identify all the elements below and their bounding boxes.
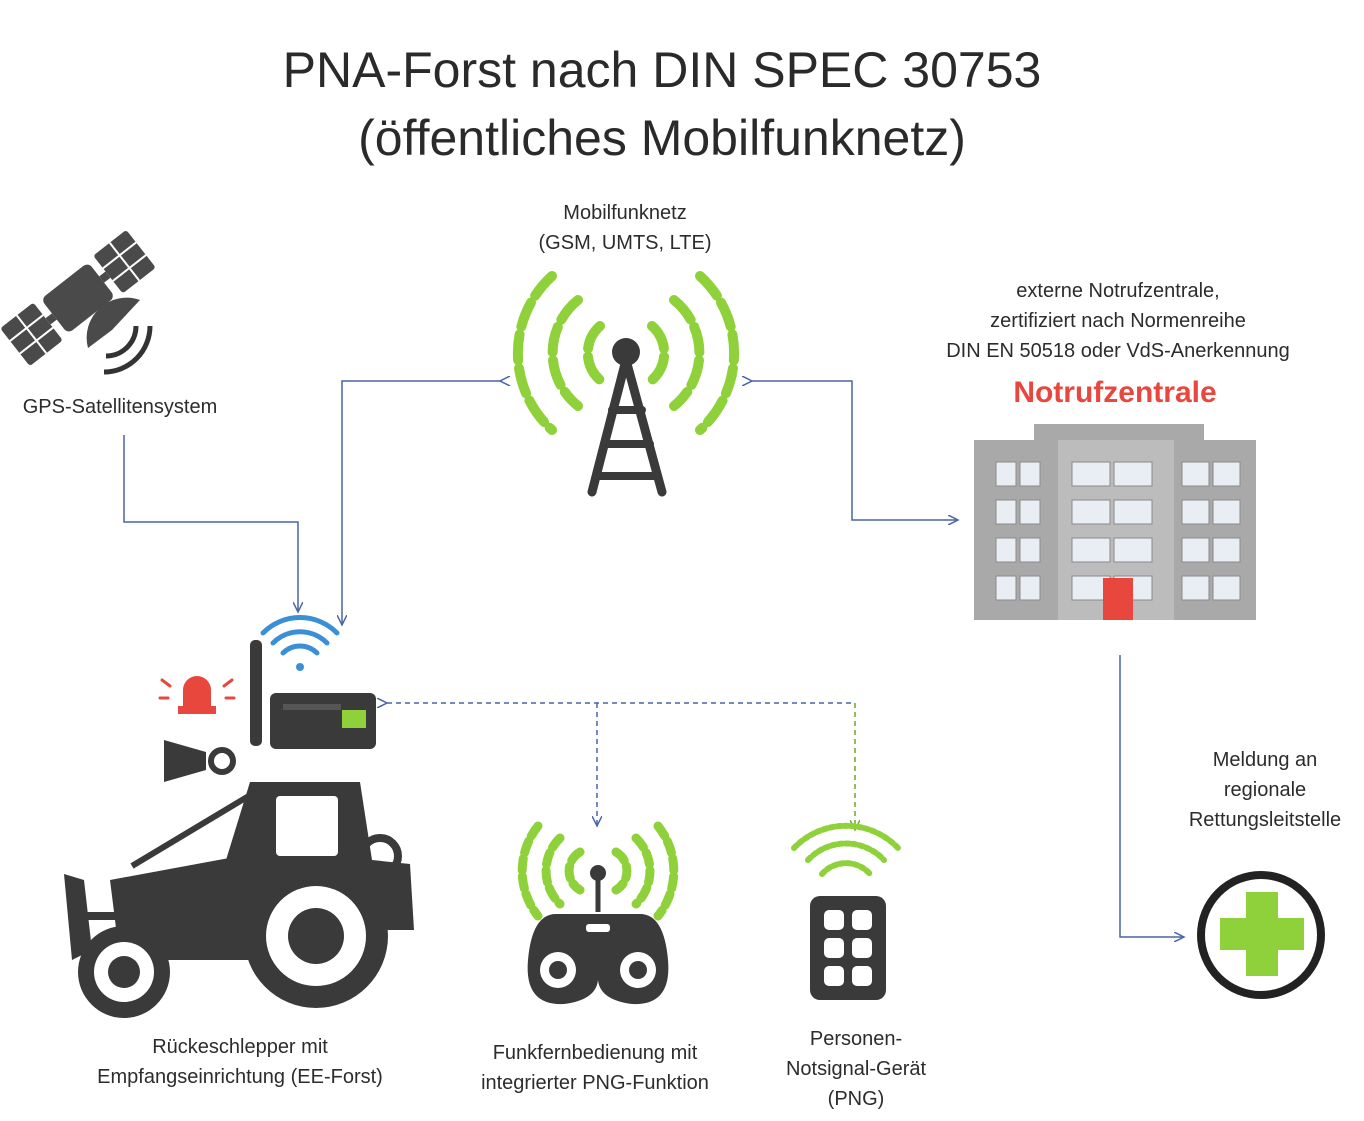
rescue-line-2: regionale	[1223, 779, 1307, 801]
remote-line-2: integrierter PNG-Funktion	[481, 1072, 709, 1094]
building-window	[995, 499, 1017, 525]
horn-icon	[164, 740, 236, 782]
png-line-3: (PNG)	[827, 1088, 885, 1110]
wifi-icon	[260, 615, 340, 671]
building-window	[1113, 537, 1153, 563]
alarm-light-icon	[158, 676, 236, 714]
tractor-line-1: Rückeschlepper mit	[152, 1036, 328, 1058]
cell-tower-icon	[512, 271, 740, 497]
center-line-1: externe Notrufzentrale,	[1016, 280, 1220, 302]
building-window	[1212, 537, 1241, 563]
building-window	[1181, 499, 1210, 525]
mobile-network-line-2: (GSM, UMTS, LTE)	[538, 232, 712, 254]
tractor-line-2: Empfangseinrichtung (EE-Forst)	[97, 1066, 383, 1088]
receiver-box-icon	[270, 693, 376, 749]
center-line-3: DIN EN 50518 oder VdS-Anerkennung	[946, 340, 1290, 362]
mobile-network-line-1: Mobilfunknetz	[563, 202, 687, 224]
medical-cross-icon	[1197, 871, 1325, 999]
png-label: Personen- Notsignal-Gerät (PNG)	[756, 1024, 956, 1114]
gps-label: GPS-Satellitensystem	[22, 396, 218, 418]
building-window	[1181, 461, 1210, 487]
connector-gps-to-ee	[123, 435, 298, 612]
connector-mobile-to-ee	[342, 381, 500, 625]
building-window	[1113, 461, 1153, 487]
building-window	[1071, 461, 1111, 487]
building-window	[1212, 499, 1241, 525]
center-description: externe Notrufzentrale, zertifiziert nac…	[900, 276, 1336, 366]
building-window	[1071, 537, 1111, 563]
rescue-line-3: Rettungsleitstelle	[1188, 809, 1342, 831]
connector-mobile-to-center	[752, 381, 958, 520]
rescue-line-1: Meldung an	[1212, 749, 1318, 771]
building-window	[1181, 575, 1210, 601]
building-window	[1212, 575, 1241, 601]
title-line-2: (öffentliches Mobilfunknetz)	[358, 110, 966, 166]
building-window	[1019, 461, 1041, 487]
tractor-label: Rückeschlepper mit Empfangseinrichtung (…	[50, 1032, 430, 1092]
building-window	[995, 537, 1017, 563]
antenna-icon	[250, 640, 262, 746]
png-line-2: Notsignal-Gerät	[785, 1058, 927, 1080]
building-window	[1019, 537, 1041, 563]
center-name: Notrufzentrale	[1013, 376, 1217, 409]
connector-center-to-rescue	[1119, 655, 1184, 937]
keypad-device-icon	[791, 822, 901, 1000]
building-window	[1019, 575, 1041, 601]
building-window	[1019, 499, 1041, 525]
tractor-icon	[64, 782, 414, 1018]
title-line-1: PNA-Forst nach DIN SPEC 30753	[282, 42, 1042, 98]
building-icon	[974, 424, 1256, 620]
building-window	[1181, 537, 1210, 563]
satellite-dish-icon	[86, 297, 153, 375]
rescue-label: Meldung an regionale Rettungsleitstelle	[1170, 745, 1360, 835]
remote-label: Funkfernbedienung mit integrierter PNG-F…	[440, 1038, 750, 1098]
building-window	[995, 575, 1017, 601]
remote-control-icon	[517, 821, 679, 1005]
building-window	[995, 461, 1017, 487]
satellite-icon	[1, 231, 155, 365]
mobile-network-label: Mobilfunknetz (GSM, UMTS, LTE)	[500, 198, 750, 258]
center-line-2: zertifiziert nach Normenreihe	[990, 310, 1246, 332]
remote-line-1: Funkfernbedienung mit	[492, 1042, 698, 1064]
building-window	[1071, 499, 1111, 525]
png-line-1: Personen-	[809, 1028, 903, 1050]
building-window	[1113, 499, 1153, 525]
building-window	[1212, 461, 1241, 487]
